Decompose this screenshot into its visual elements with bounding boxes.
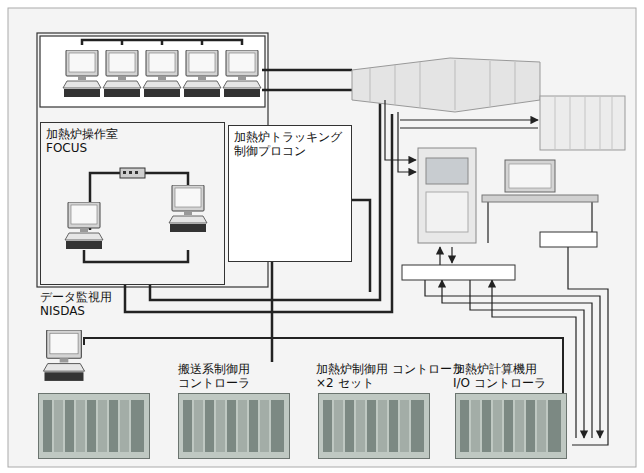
node-label: 加熱炉制御用 コントローラ ×2 セット <box>316 362 466 390</box>
system-label: データ監視用 NISDAS <box>40 290 140 318</box>
procon-box: 加熱炉トラッキング 制御プロコン <box>228 125 352 262</box>
controller-node: 加熱炉計算機用 I/O コントローラ <box>453 362 566 462</box>
node-label: 搬送系制御用 コントローラ <box>178 362 278 390</box>
node-label: 加熱炉操作室 FOCUS <box>46 127 138 155</box>
node-label: 加熱炉トラッキング 制御プロコン <box>234 130 346 158</box>
room-box: 加熱炉操作室 FOCUS <box>40 122 225 285</box>
controller-node: 搬送系制御用 コントローラ <box>178 362 290 462</box>
cable-connector <box>271 262 274 362</box>
node-label: 加熱炉計算機用 I/O コントローラ <box>453 362 554 390</box>
